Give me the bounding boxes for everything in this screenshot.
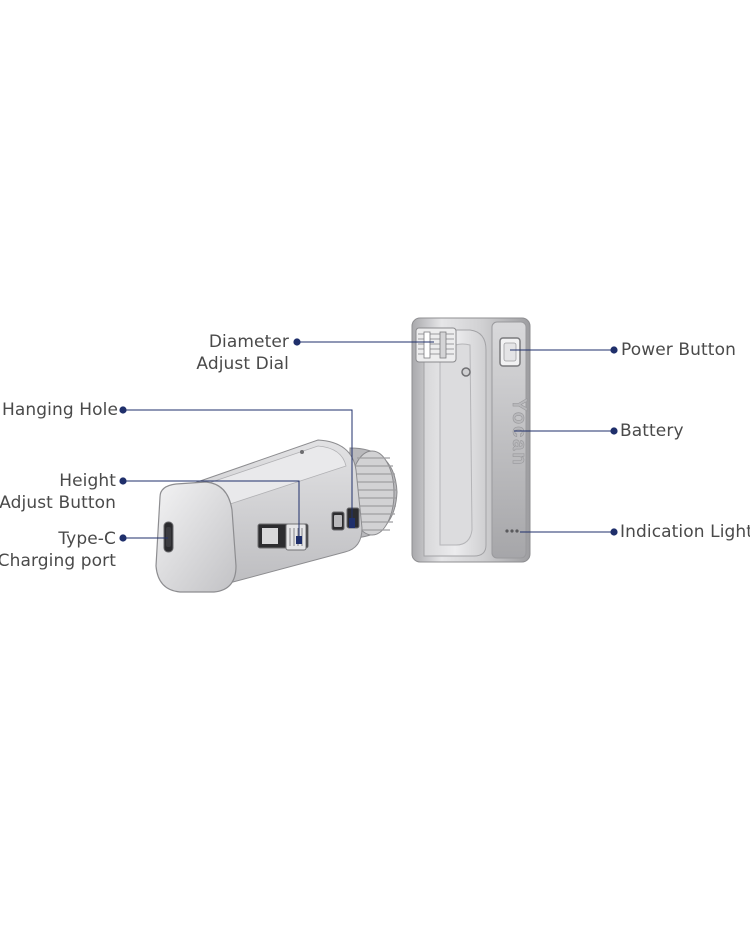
dot-battery xyxy=(610,427,618,435)
indicator-dot-1 xyxy=(505,529,509,533)
label-hanging-hole: Hanging Hole xyxy=(2,400,119,420)
indicator-dot-2 xyxy=(510,529,514,533)
label-type-c-charging-port: Type-C Charging port xyxy=(0,528,116,572)
dot-type-c xyxy=(119,534,127,542)
dot-hanging-hole xyxy=(119,406,127,414)
lying-device-end-face xyxy=(155,481,237,593)
leader-dots xyxy=(119,338,618,544)
label-indication-light: Indication Light xyxy=(620,522,750,542)
leader-height xyxy=(123,480,300,540)
leader-lines xyxy=(123,341,614,540)
label-height-adjust-button: Height Adjust Button xyxy=(0,470,116,514)
label-height-line2: Adjust Button xyxy=(0,493,116,513)
dot-diameter xyxy=(293,338,301,346)
dot-indication xyxy=(610,528,618,536)
standing-device: Yocan xyxy=(411,317,531,563)
leader-hanging-hole xyxy=(123,409,353,525)
label-height-line1: Height xyxy=(59,471,116,491)
label-type-c-line2: Charging port xyxy=(0,551,116,571)
label-battery: Battery xyxy=(620,421,684,441)
dot-power xyxy=(610,346,618,354)
label-diameter-line2: Adjust Dial xyxy=(196,354,289,374)
indicator-dot-3 xyxy=(515,529,519,533)
label-diameter-line1: Diameter xyxy=(208,332,289,352)
label-power-button: Power Button xyxy=(621,340,736,360)
side-rail xyxy=(491,321,527,559)
lying-device xyxy=(155,439,398,593)
brand-mark: Yocan xyxy=(508,398,530,467)
dot-height xyxy=(119,477,127,485)
label-diameter-adjust-dial: Diameter Adjust Dial xyxy=(196,331,289,375)
screw-icon xyxy=(461,367,471,377)
hanging-hole xyxy=(300,450,304,454)
label-type-c-line1: Type-C xyxy=(58,529,116,549)
target-height-button xyxy=(296,536,302,544)
target-hanging-hole xyxy=(349,518,355,528)
diameter-adjust-dial[interactable] xyxy=(415,327,457,363)
